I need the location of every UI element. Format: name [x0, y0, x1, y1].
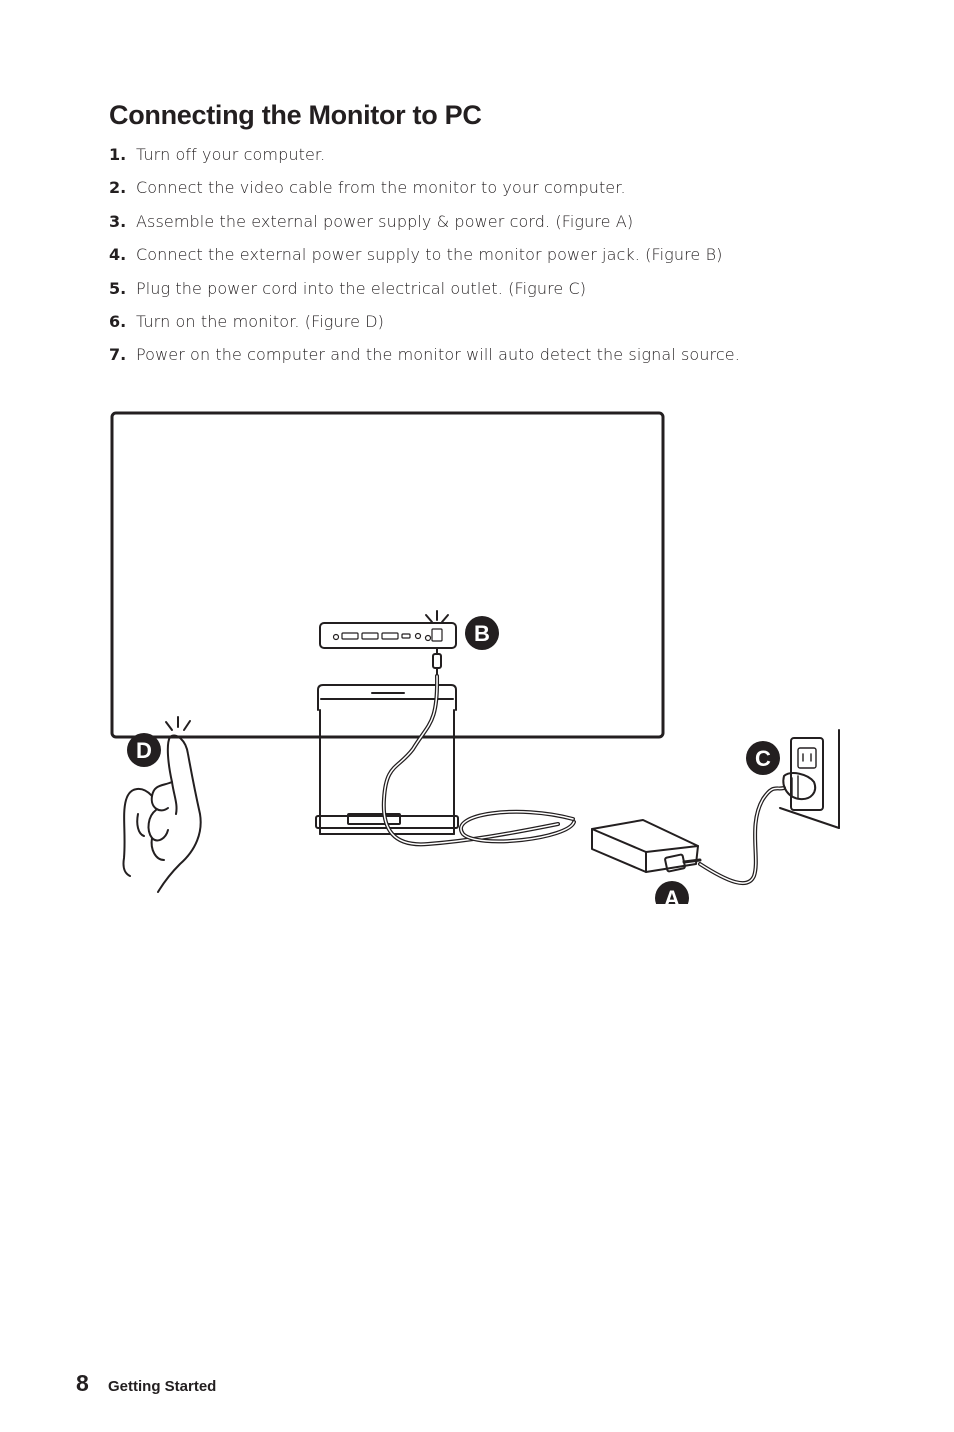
- wall-plug: [782, 772, 817, 801]
- ac-plug: [664, 853, 702, 873]
- label-a-text: A: [664, 886, 680, 904]
- step-text: Turn on the monitor. (Figure D): [136, 311, 384, 331]
- step-item: 6. Turn on the monitor. (Figure D): [109, 311, 740, 344]
- label-badge-d: D: [127, 733, 161, 767]
- step-number: 4.: [109, 245, 127, 265]
- connection-illustration: B D C A: [110, 411, 840, 904]
- step-number: 5.: [109, 278, 127, 298]
- step-number: 7.: [109, 345, 127, 365]
- jack-spark-icon: [425, 610, 449, 623]
- step-item: 1. Turn off your computer.: [109, 144, 740, 177]
- wall-outlet: [779, 729, 840, 829]
- step-number: 2.: [109, 178, 127, 198]
- dc-plug: [432, 647, 442, 677]
- step-number: 1.: [109, 145, 127, 164]
- power-adapter: [591, 819, 699, 873]
- step-number: 3.: [109, 211, 127, 231]
- label-badge-c: C: [746, 741, 780, 775]
- step-number: 6.: [109, 311, 127, 331]
- step-text: Connect the video cable from the monitor…: [136, 178, 626, 198]
- label-c-text: C: [755, 746, 771, 771]
- step-item: 5. Plug the power cord into the electrica…: [109, 278, 740, 311]
- label-badge-a: A: [655, 881, 689, 904]
- step-item: 7. Power on the computer and the monitor …: [109, 344, 740, 377]
- step-item: 2. Connect the video cable from the monit…: [109, 177, 740, 210]
- ac-cord: [698, 786, 786, 886]
- step-text: Power on the computer and the monitor wi…: [136, 345, 740, 365]
- step-text: Turn off your computer.: [136, 145, 326, 164]
- label-badge-b: B: [465, 616, 499, 650]
- io-port-panel: [319, 622, 457, 649]
- step-text: Connect the external power supply to the…: [136, 245, 723, 265]
- hand-pressing-icon: [122, 734, 202, 893]
- section-label: Getting Started: [108, 1378, 217, 1395]
- step-text: Plug the power cord into the electrical …: [136, 278, 587, 298]
- page-title: Connecting the Monitor to PC: [109, 100, 482, 130]
- step-item: 3. Assemble the external power supply & p…: [109, 211, 740, 244]
- label-d-text: D: [136, 738, 152, 763]
- press-spark-icon: [165, 716, 191, 731]
- page-number: 8: [76, 1370, 89, 1396]
- instruction-steps: 1. Turn off your computer. 2. Connect the …: [109, 144, 740, 378]
- monitor-stand: [315, 684, 459, 835]
- label-b-text: B: [474, 621, 490, 646]
- step-text: Assemble the external power supply & pow…: [136, 211, 634, 231]
- step-item: 4. Connect the external power supply to t…: [109, 244, 740, 277]
- monitor-back: [110, 411, 665, 739]
